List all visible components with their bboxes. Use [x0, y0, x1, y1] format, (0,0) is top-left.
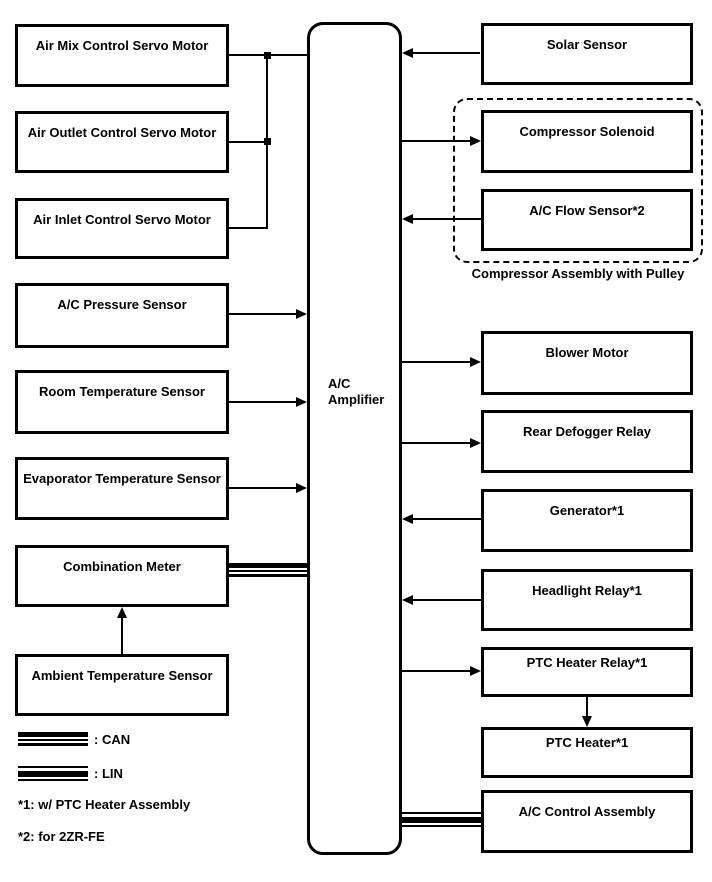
box-label: Evaporator Temperature Sensor — [23, 471, 221, 486]
box-air-inlet-control-servo-motor: Air Inlet Control Servo Motor — [15, 198, 229, 259]
junction-dot — [264, 138, 271, 145]
box-label: PTC Heater*1 — [545, 735, 629, 750]
legend-lin-label: : LIN — [94, 766, 123, 781]
compressor-assembly-caption: Compressor Assembly with Pulley — [471, 266, 685, 281]
box-label: Ambient Temperature Sensor — [31, 668, 213, 683]
box-label: Generator*1 — [549, 503, 625, 518]
arrowhead-left — [402, 595, 413, 605]
connector-amplifier-to-ptc-heater-relay — [402, 670, 471, 672]
box-air-outlet-control-servo-motor: Air Outlet Control Servo Motor — [15, 111, 229, 173]
arrowhead-right — [470, 666, 481, 676]
connector-room-temp-to-amplifier — [229, 401, 297, 403]
box-ac-control-assembly: A/C Control Assembly — [481, 790, 693, 853]
box-rear-defogger-relay: Rear Defogger Relay — [481, 410, 693, 473]
box-label: Headlight Relay*1 — [532, 583, 642, 598]
connector-amplifier-to-blower-motor — [402, 361, 471, 363]
box-label: PTC Heater Relay*1 — [526, 655, 648, 670]
box-label: Air Outlet Control Servo Motor — [27, 125, 217, 140]
connector-air-outlet-to-bus — [229, 141, 268, 143]
box-ac-pressure-sensor: A/C Pressure Sensor — [15, 283, 229, 348]
arrowhead-right — [470, 357, 481, 367]
box-air-mix-control-servo-motor: Air Mix Control Servo Motor — [15, 24, 229, 87]
legend-lin-symbol — [18, 766, 88, 781]
arrowhead-right — [296, 309, 307, 319]
connector-evaporator-temp-to-amplifier — [229, 487, 297, 489]
connector-flow-sensor-to-amplifier — [413, 218, 481, 220]
box-label: Combination Meter — [63, 559, 181, 574]
footnote-2: *2: for 2ZR-FE — [18, 829, 105, 844]
arrowhead-left — [402, 48, 413, 58]
box-combination-meter: Combination Meter — [15, 545, 229, 607]
box-label: Rear Defogger Relay — [523, 424, 651, 439]
connector-ambient-to-combination-meter — [121, 616, 123, 654]
box-label: Room Temperature Sensor — [39, 384, 205, 399]
box-headlight-relay: Headlight Relay*1 — [481, 569, 693, 631]
connector-generator-to-amplifier — [413, 518, 481, 520]
can-bus-combination-meter — [229, 563, 307, 577]
box-ptc-heater-relay: PTC Heater Relay*1 — [481, 647, 693, 697]
box-blower-motor: Blower Motor — [481, 331, 693, 395]
box-ptc-heater: PTC Heater*1 — [481, 727, 693, 778]
connector-air-inlet-to-bus — [229, 227, 268, 229]
arrowhead-down — [582, 716, 592, 727]
box-label: Compressor Solenoid — [519, 124, 655, 139]
compressor-assembly-group — [453, 98, 703, 263]
box-compressor-solenoid: Compressor Solenoid — [481, 110, 693, 173]
connector-solar-sensor-to-amplifier — [413, 52, 480, 54]
legend-can-symbol — [18, 732, 88, 746]
box-label: Solar Sensor — [546, 37, 628, 52]
arrowhead-right — [470, 136, 481, 146]
box-label: Air Mix Control Servo Motor — [35, 38, 209, 53]
arrowhead-right — [470, 438, 481, 448]
arrowhead-left — [402, 514, 413, 524]
ac-amplifier-label: A/C Amplifier — [328, 376, 385, 407]
arrowhead-right — [296, 483, 307, 493]
box-label: A/C Control Assembly — [518, 804, 656, 819]
box-room-temperature-sensor: Room Temperature Sensor — [15, 370, 229, 434]
box-label: Air Inlet Control Servo Motor — [33, 212, 211, 227]
box-label: A/C Flow Sensor*2 — [529, 203, 645, 218]
box-label: A/C Pressure Sensor — [57, 297, 187, 312]
connector-headlight-relay-to-amplifier — [413, 599, 481, 601]
connector-amplifier-to-compressor-solenoid — [402, 140, 471, 142]
box-evaporator-temperature-sensor: Evaporator Temperature Sensor — [15, 457, 229, 520]
box-ac-flow-sensor: A/C Flow Sensor*2 — [481, 189, 693, 251]
connector-amplifier-to-rear-defogger-relay — [402, 442, 471, 444]
box-generator: Generator*1 — [481, 489, 693, 552]
box-label: Blower Motor — [545, 345, 629, 360]
box-ambient-temperature-sensor: Ambient Temperature Sensor — [15, 654, 229, 716]
legend-can-label: : CAN — [94, 732, 131, 747]
arrowhead-left — [402, 214, 413, 224]
junction-dot — [264, 52, 271, 59]
connector-pressure-sensor-to-amplifier — [229, 313, 297, 315]
lin-bus-ac-control-assembly — [402, 812, 481, 827]
connector-ptc-relay-to-ptc-heater — [586, 697, 588, 717]
box-solar-sensor: Solar Sensor — [481, 23, 693, 85]
footnote-1: *1: w/ PTC Heater Assembly — [18, 797, 191, 812]
arrowhead-up — [117, 607, 127, 618]
ac-amplifier-block — [307, 22, 402, 855]
arrowhead-right — [296, 397, 307, 407]
